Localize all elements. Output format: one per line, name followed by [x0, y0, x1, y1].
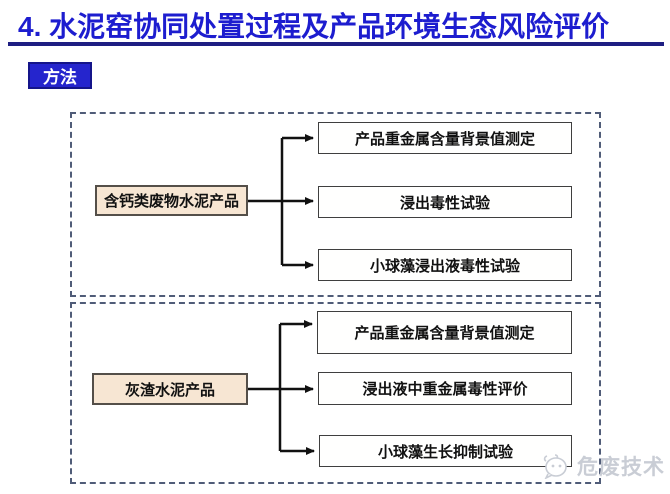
watermark: 危废技术 [543, 451, 665, 481]
target-box-leaching-toxicity-test: 浸出毒性试验 [318, 186, 572, 218]
target-box-chlorella-growth-inhibition: 小球藻生长抑制试验 [319, 435, 572, 467]
method-badge-label: 方法 [43, 68, 77, 87]
group-frame-ash-residue [70, 302, 601, 484]
source-box-calcium-waste-cement: 含钙类废物水泥产品 [95, 185, 248, 216]
target-box-chlorella-leachate-toxicity: 小球藻浸出液毒性试验 [318, 249, 572, 281]
group-frame-calcium-waste [70, 112, 601, 297]
page-title: 4. 水泥窑协同处置过程及产品环境生态风险评价 [18, 11, 610, 42]
source-box-ash-residue-cement: 灰渣水泥产品 [92, 373, 248, 405]
target-box-heavy-metal-background: 产品重金属含量背景值测定 [318, 122, 572, 154]
target-box-leachate-heavy-metal-eval: 浸出液中重金属毒性评价 [318, 372, 572, 405]
method-badge: 方法 [28, 62, 92, 89]
title-underline [8, 42, 664, 46]
chat-bubble-icon [543, 454, 567, 479]
target-box-heavy-metal-background-2: 产品重金属含量背景值测定 [317, 311, 572, 354]
watermark-text: 危废技术 [577, 456, 665, 479]
